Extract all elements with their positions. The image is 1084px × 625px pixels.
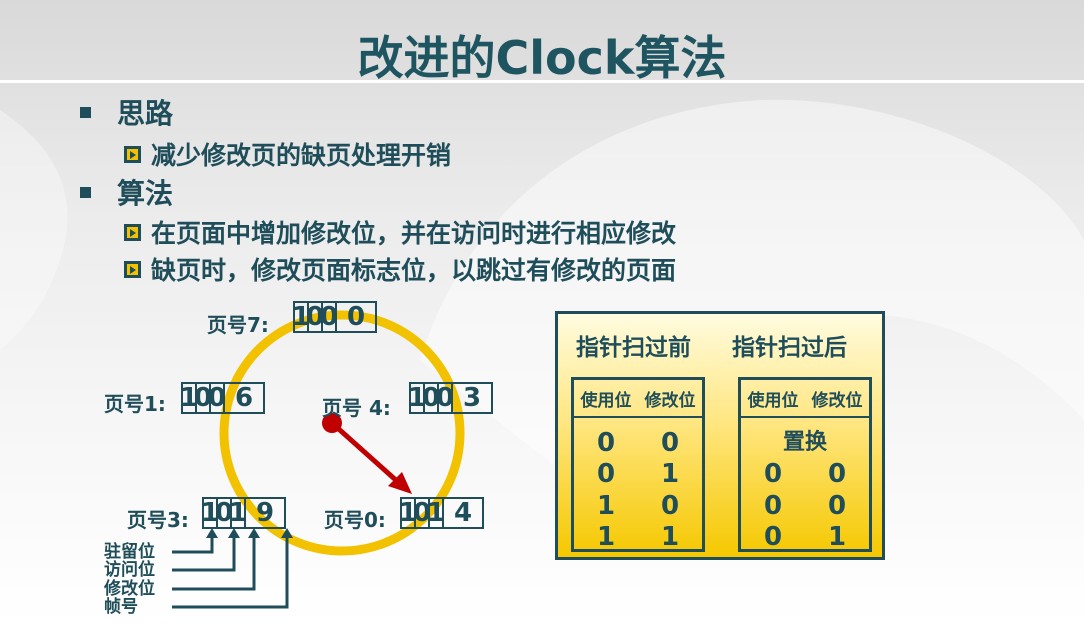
modify-bit-value: 0 xyxy=(827,491,847,521)
access-bit: 0 xyxy=(193,383,213,413)
bullet-algorithm: 算法 xyxy=(80,172,173,212)
bit-label-access: 访问位 xyxy=(104,560,155,580)
modify-bit-value: 1 xyxy=(660,522,680,552)
sub-bullet-algorithm-1: 在页面中增加修改位，并在访问时进行相应修改 xyxy=(124,214,676,250)
page-4-entry: 1 0 0 3 xyxy=(407,382,493,414)
sub-bullet-algorithm-2: 缺页时，修改页面标志位，以跳过有修改的页面 xyxy=(124,251,676,287)
modify-bit-value: 0 xyxy=(827,459,847,489)
frame-number: 9 xyxy=(255,498,275,528)
before-table-header: 使用位 修改位 xyxy=(574,380,702,418)
column-modify-bit: 修改位 xyxy=(644,390,696,411)
modify-bit-value: 1 xyxy=(827,522,847,552)
arrow-bullet-icon xyxy=(124,145,141,163)
arrow-bullet-icon xyxy=(124,223,141,241)
frame-number: 6 xyxy=(234,383,254,413)
modify-bit: 0 xyxy=(435,383,455,413)
resident-bit: 1 xyxy=(407,383,427,413)
use-bit-value: 0 xyxy=(763,522,783,552)
after-table-header: 使用位 修改位 xyxy=(741,380,869,418)
sub-bullet-idea-1: 减少修改页的缺页处理开销 xyxy=(124,136,451,172)
access-bit: 0 xyxy=(305,302,325,332)
resident-bit: 1 xyxy=(179,383,199,413)
scan-comparison-panel: 指针扫过前 指针扫过后 使用位 修改位 0 0 0 1 1 0 1 1 使用位 … xyxy=(555,311,885,560)
frame-number: 4 xyxy=(453,498,473,528)
resident-bit: 1 xyxy=(291,302,311,332)
page-4-label: 页号 4: xyxy=(322,396,391,420)
table-row: 1 0 xyxy=(574,491,702,521)
modify-bit-value: 0 xyxy=(660,491,680,521)
frame-number: 0 xyxy=(346,302,366,332)
use-bit-value: 1 xyxy=(596,522,616,552)
use-bit-value: 1 xyxy=(596,491,616,521)
modify-bit-value: 0 xyxy=(660,428,680,458)
square-bullet-icon xyxy=(80,106,91,118)
before-scan-table: 使用位 修改位 0 0 0 1 1 0 1 1 xyxy=(571,377,705,552)
replace-label: 置换 xyxy=(782,430,827,455)
arrow-bullet-icon xyxy=(124,260,141,278)
page-0-label: 页号0: xyxy=(324,508,386,532)
use-bit-value: 0 xyxy=(596,459,616,489)
table-row: 0 1 xyxy=(574,459,702,489)
modify-bit: 0 xyxy=(207,383,227,413)
access-bit: 0 xyxy=(421,383,441,413)
before-scan-title: 指针扫过前 xyxy=(576,335,691,361)
bullet-idea: 思路 xyxy=(80,92,173,132)
column-use-bit: 使用位 xyxy=(747,390,799,411)
use-bit-value: 0 xyxy=(763,491,783,521)
frame-number: 3 xyxy=(462,383,482,413)
title-rule xyxy=(0,80,1084,83)
page-3-entry: 1 0 1 9 xyxy=(200,497,286,529)
table-row: 1 1 xyxy=(574,522,702,552)
bit-label-modify: 修改位 xyxy=(104,579,155,599)
table-row: 0 0 xyxy=(741,491,869,521)
page-0-entry: 1 0 1 4 xyxy=(398,497,484,529)
modify-bit-value: 1 xyxy=(660,459,680,489)
page-7-label: 页号7: xyxy=(207,313,269,337)
column-modify-bit: 修改位 xyxy=(811,390,863,411)
bullet-idea-label: 思路 xyxy=(117,97,174,130)
slide-title: 改进的Clock算法 xyxy=(357,31,727,85)
sub-bullet-text: 减少修改页的缺页处理开销 xyxy=(151,141,452,170)
table-row: 0 1 xyxy=(741,522,869,552)
access-bit: 0 xyxy=(412,498,432,528)
square-bullet-icon xyxy=(80,186,91,198)
after-scan-table: 使用位 修改位 置换 0 0 0 0 0 1 xyxy=(738,377,872,552)
modify-bit: 0 xyxy=(319,302,339,332)
use-bit-value: 0 xyxy=(596,428,616,458)
after-scan-title: 指针扫过后 xyxy=(732,335,847,361)
resident-bit: 1 xyxy=(398,498,418,528)
bullet-algorithm-label: 算法 xyxy=(117,177,174,210)
table-row: 0 0 xyxy=(741,459,869,489)
sub-bullet-text: 缺页时，修改页面标志位，以跳过有修改的页面 xyxy=(151,256,677,285)
table-row: 0 0 xyxy=(574,428,702,458)
bit-label-frame: 帧号 xyxy=(104,597,138,617)
page-3-label: 页号3: xyxy=(127,508,189,532)
page-1-entry: 1 0 0 6 xyxy=(179,382,265,414)
resident-bit: 1 xyxy=(200,498,220,528)
access-bit: 0 xyxy=(214,498,234,528)
page-7-entry: 1 0 0 0 xyxy=(291,301,377,333)
replace-row: 置换 xyxy=(741,424,869,456)
column-use-bit: 使用位 xyxy=(580,390,632,411)
modify-bit: 1 xyxy=(228,498,248,528)
modify-bit: 1 xyxy=(426,498,446,528)
sub-bullet-text: 在页面中增加修改位，并在访问时进行相应修改 xyxy=(151,219,677,248)
use-bit-value: 0 xyxy=(763,459,783,489)
bit-label-resident: 驻留位 xyxy=(104,542,155,562)
page-1-label: 页号1: xyxy=(104,392,166,416)
